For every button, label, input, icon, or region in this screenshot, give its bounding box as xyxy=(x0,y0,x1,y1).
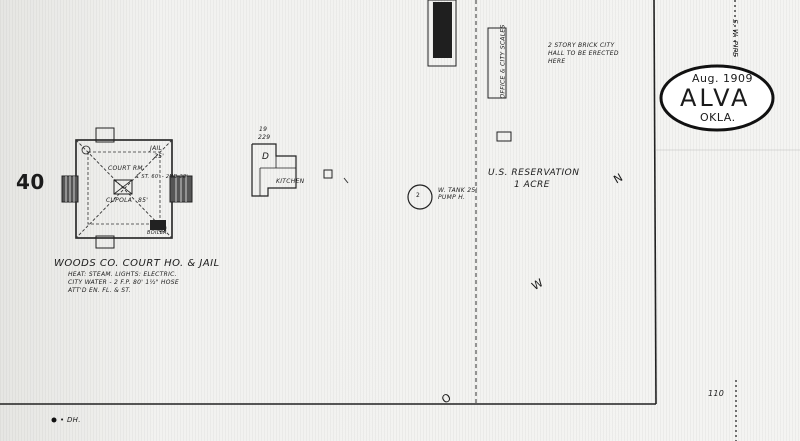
courthouse-note-1: HEAT: STEAM. LIGHTS: ELECTRIC. xyxy=(68,271,177,278)
dwelling-plan xyxy=(251,143,297,197)
cupola-label: CUPOLA xyxy=(106,197,133,204)
bottom-right-number: 110 xyxy=(708,389,725,398)
tick-mark xyxy=(343,177,349,184)
city-hall-note: 2 STORY BRICK CITY HALL TO BE ERECTED HE… xyxy=(548,42,619,65)
courthouse-note-3: ATT'D EN. FL. & ST. xyxy=(68,287,131,294)
court-room-label: COURT RM. xyxy=(108,165,145,172)
side-street-name: S. W. PIPE xyxy=(730,19,739,57)
boiler-label: BOILER xyxy=(147,230,168,236)
dwelling-number-bottom: 229 xyxy=(258,134,271,141)
top-building-fill xyxy=(433,2,452,58)
office-box xyxy=(487,27,507,99)
courthouse-note-2: CITY WATER - 2 F.P. 80' 1½" HOSE xyxy=(68,279,179,286)
bottom-dot xyxy=(51,417,57,423)
top-building-outline xyxy=(427,0,457,67)
cupola-height-label: 85' xyxy=(138,197,149,204)
stamp-date: Aug. 1909 xyxy=(692,72,753,85)
small-shed xyxy=(496,131,512,142)
bottom-note: • DH. xyxy=(60,416,81,424)
tank-note: W. TANK 25' PUMP H. xyxy=(438,187,478,201)
tank-number: 2 xyxy=(416,192,421,199)
stamp-oval xyxy=(659,64,775,132)
reservation-line-2: 1 ACRE xyxy=(514,180,550,190)
office-label: OFFICE & CITY SCALES xyxy=(499,24,507,99)
dwelling-number-top: 19 xyxy=(259,126,268,133)
street-line-east xyxy=(653,0,657,405)
block-number: 40 xyxy=(16,170,45,194)
jail-label: JAIL xyxy=(150,145,163,152)
small-outbuilding xyxy=(323,169,333,179)
reservation-line-1: U.S. RESERVATION xyxy=(488,168,580,178)
stamp-town: ALVA xyxy=(680,84,751,112)
courthouse-title: WOODS CO. COURT HO. & JAIL xyxy=(54,258,220,269)
stamp-state: OKLA. xyxy=(700,111,736,124)
dwelling-letter: D xyxy=(262,152,270,162)
jail-height-label: 25' xyxy=(154,153,165,160)
courthouse-plan xyxy=(61,127,193,249)
courthouse-detail-label: 1 ST. 60' - 2ND 28' xyxy=(136,174,189,180)
kitchen-label: KITCHEN xyxy=(276,178,305,185)
water-tank xyxy=(407,184,433,210)
